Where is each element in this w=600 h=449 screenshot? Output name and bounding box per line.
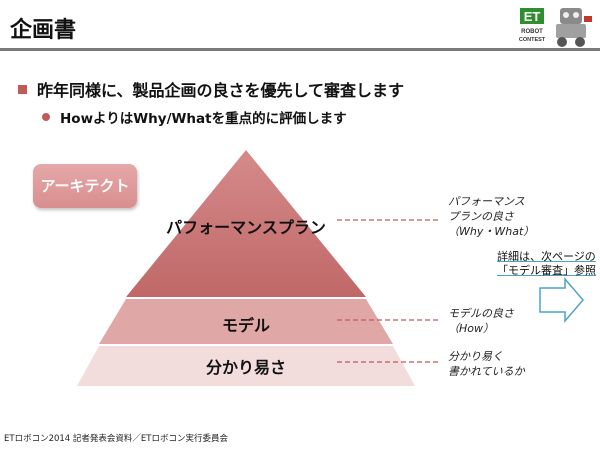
detail-reference-line1: 詳細は、次ページの	[497, 250, 596, 263]
architect-badge: アーキテクト	[33, 164, 137, 208]
logo-et-block	[520, 8, 544, 24]
note-performance-line1: パフォーマンス	[448, 195, 525, 208]
bullet-sub: HowよりはWhy/Whatを重点的に評価します	[42, 107, 347, 127]
note-performance-line2: プランの良さ	[448, 210, 514, 223]
note-clarity-line2: 書かれているか	[448, 365, 525, 378]
note-performance-line3: （Why・What）	[448, 225, 535, 238]
logo-robot-text: ROBOT	[521, 29, 543, 35]
detail-reference-line2: 「モデル審査」参照	[497, 264, 596, 277]
footer-text: ETロボコン2014 記者発表会資料／ETロボコン実行委員会	[4, 434, 228, 444]
square-bullet-icon	[18, 85, 27, 94]
layer-label-clarity: 分かり易さ	[205, 358, 287, 377]
layer-label-performance: パフォーマンスプラン	[166, 218, 326, 237]
note-performance: パフォーマンス プランの良さ （Why・What）	[448, 194, 534, 239]
note-clarity-line1: 分かり易く	[448, 350, 503, 363]
slide-title: 企画書	[10, 18, 77, 43]
title-divider	[0, 48, 600, 51]
logo-et-text: ET	[524, 9, 541, 24]
pyramid-layer-bottom	[77, 346, 415, 386]
detail-reference: 詳細は、次ページの 「モデル審査」参照	[497, 250, 600, 278]
next-page-arrow-icon	[539, 276, 584, 324]
bullet-main: 昨年同様に、製品企画の良さを優先して審査します	[18, 77, 404, 101]
note-model-line2: （How）	[448, 322, 494, 335]
pyramid-layer-middle	[99, 299, 393, 344]
robot-icon	[556, 8, 592, 47]
note-model-line1: モデルの良さ	[448, 307, 514, 320]
bullet-main-text: 昨年同様に、製品企画の良さを優先して審査します	[37, 81, 405, 100]
note-model: モデルの良さ （How）	[448, 306, 514, 336]
bullet-sub-text: HowよりはWhy/Whatを重点的に評価します	[60, 111, 347, 127]
pyramid-layer-top	[126, 150, 366, 297]
circle-bullet-icon	[42, 113, 50, 121]
note-clarity: 分かり易く 書かれているか	[448, 349, 525, 379]
et-robocon-logo: ET ROBOT CONTEST	[519, 8, 592, 47]
logo-contest-text: CONTEST	[519, 37, 546, 43]
layer-label-model: モデル	[221, 316, 271, 335]
